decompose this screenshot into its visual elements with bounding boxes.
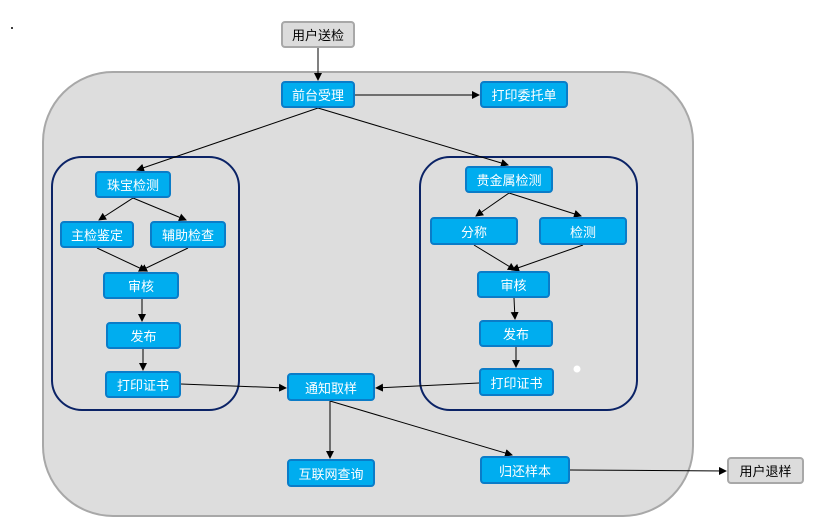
node-aux-check[interactable]: 辅助检查 <box>150 221 226 248</box>
node-publish-left[interactable]: 发布 <box>106 322 181 349</box>
edges <box>96 48 727 475</box>
node-reception[interactable]: 前台受理 <box>281 81 355 108</box>
node-return-sample[interactable]: 归还样本 <box>480 456 570 484</box>
node-review-right[interactable]: 审核 <box>477 271 550 298</box>
edge-metal-weighing <box>475 192 510 217</box>
edge-reception-metal <box>317 107 509 167</box>
edge-print-left-notify <box>180 383 287 392</box>
edge-weighing-review <box>473 244 516 271</box>
node-print-order[interactable]: 打印委托单 <box>480 81 568 108</box>
node-jewelry-test[interactable]: 珠宝检测 <box>95 171 171 198</box>
stray-dot <box>11 27 13 29</box>
node-notify-pickup[interactable]: 通知取样 <box>287 373 375 401</box>
edge-notify-return <box>329 400 513 457</box>
edge-print-right-notify <box>375 382 480 392</box>
node-internet-query[interactable]: 互联网查询 <box>287 459 375 487</box>
edge-metal-detect <box>508 192 582 218</box>
node-weighing[interactable]: 分称 <box>430 217 518 245</box>
node-print-cert-right[interactable]: 打印证书 <box>479 368 554 396</box>
node-metal-test[interactable]: 贵金属检测 <box>465 166 553 193</box>
white-dot <box>573 365 581 373</box>
node-detect[interactable]: 检测 <box>539 217 627 245</box>
edge-main-review <box>96 247 147 272</box>
node-user-return[interactable]: 用户退样 <box>727 457 804 484</box>
edge-jewelry-main <box>98 197 134 221</box>
node-user-submit[interactable]: 用户送检 <box>281 21 355 48</box>
node-publish-right[interactable]: 发布 <box>479 320 553 347</box>
node-review-left[interactable]: 审核 <box>103 272 179 299</box>
edge-review-publish-right <box>510 297 519 320</box>
edge-detect-review <box>511 244 584 272</box>
node-print-cert-left[interactable]: 打印证书 <box>105 371 181 398</box>
edge-reception-jewelry <box>136 107 319 172</box>
edge-return-user <box>569 466 727 475</box>
node-main-appraisal[interactable]: 主检鉴定 <box>60 221 134 248</box>
edge-aux-review <box>139 247 189 272</box>
edge-jewelry-aux <box>132 197 187 222</box>
jewelry-group <box>51 156 240 411</box>
metal-group <box>419 156 638 411</box>
